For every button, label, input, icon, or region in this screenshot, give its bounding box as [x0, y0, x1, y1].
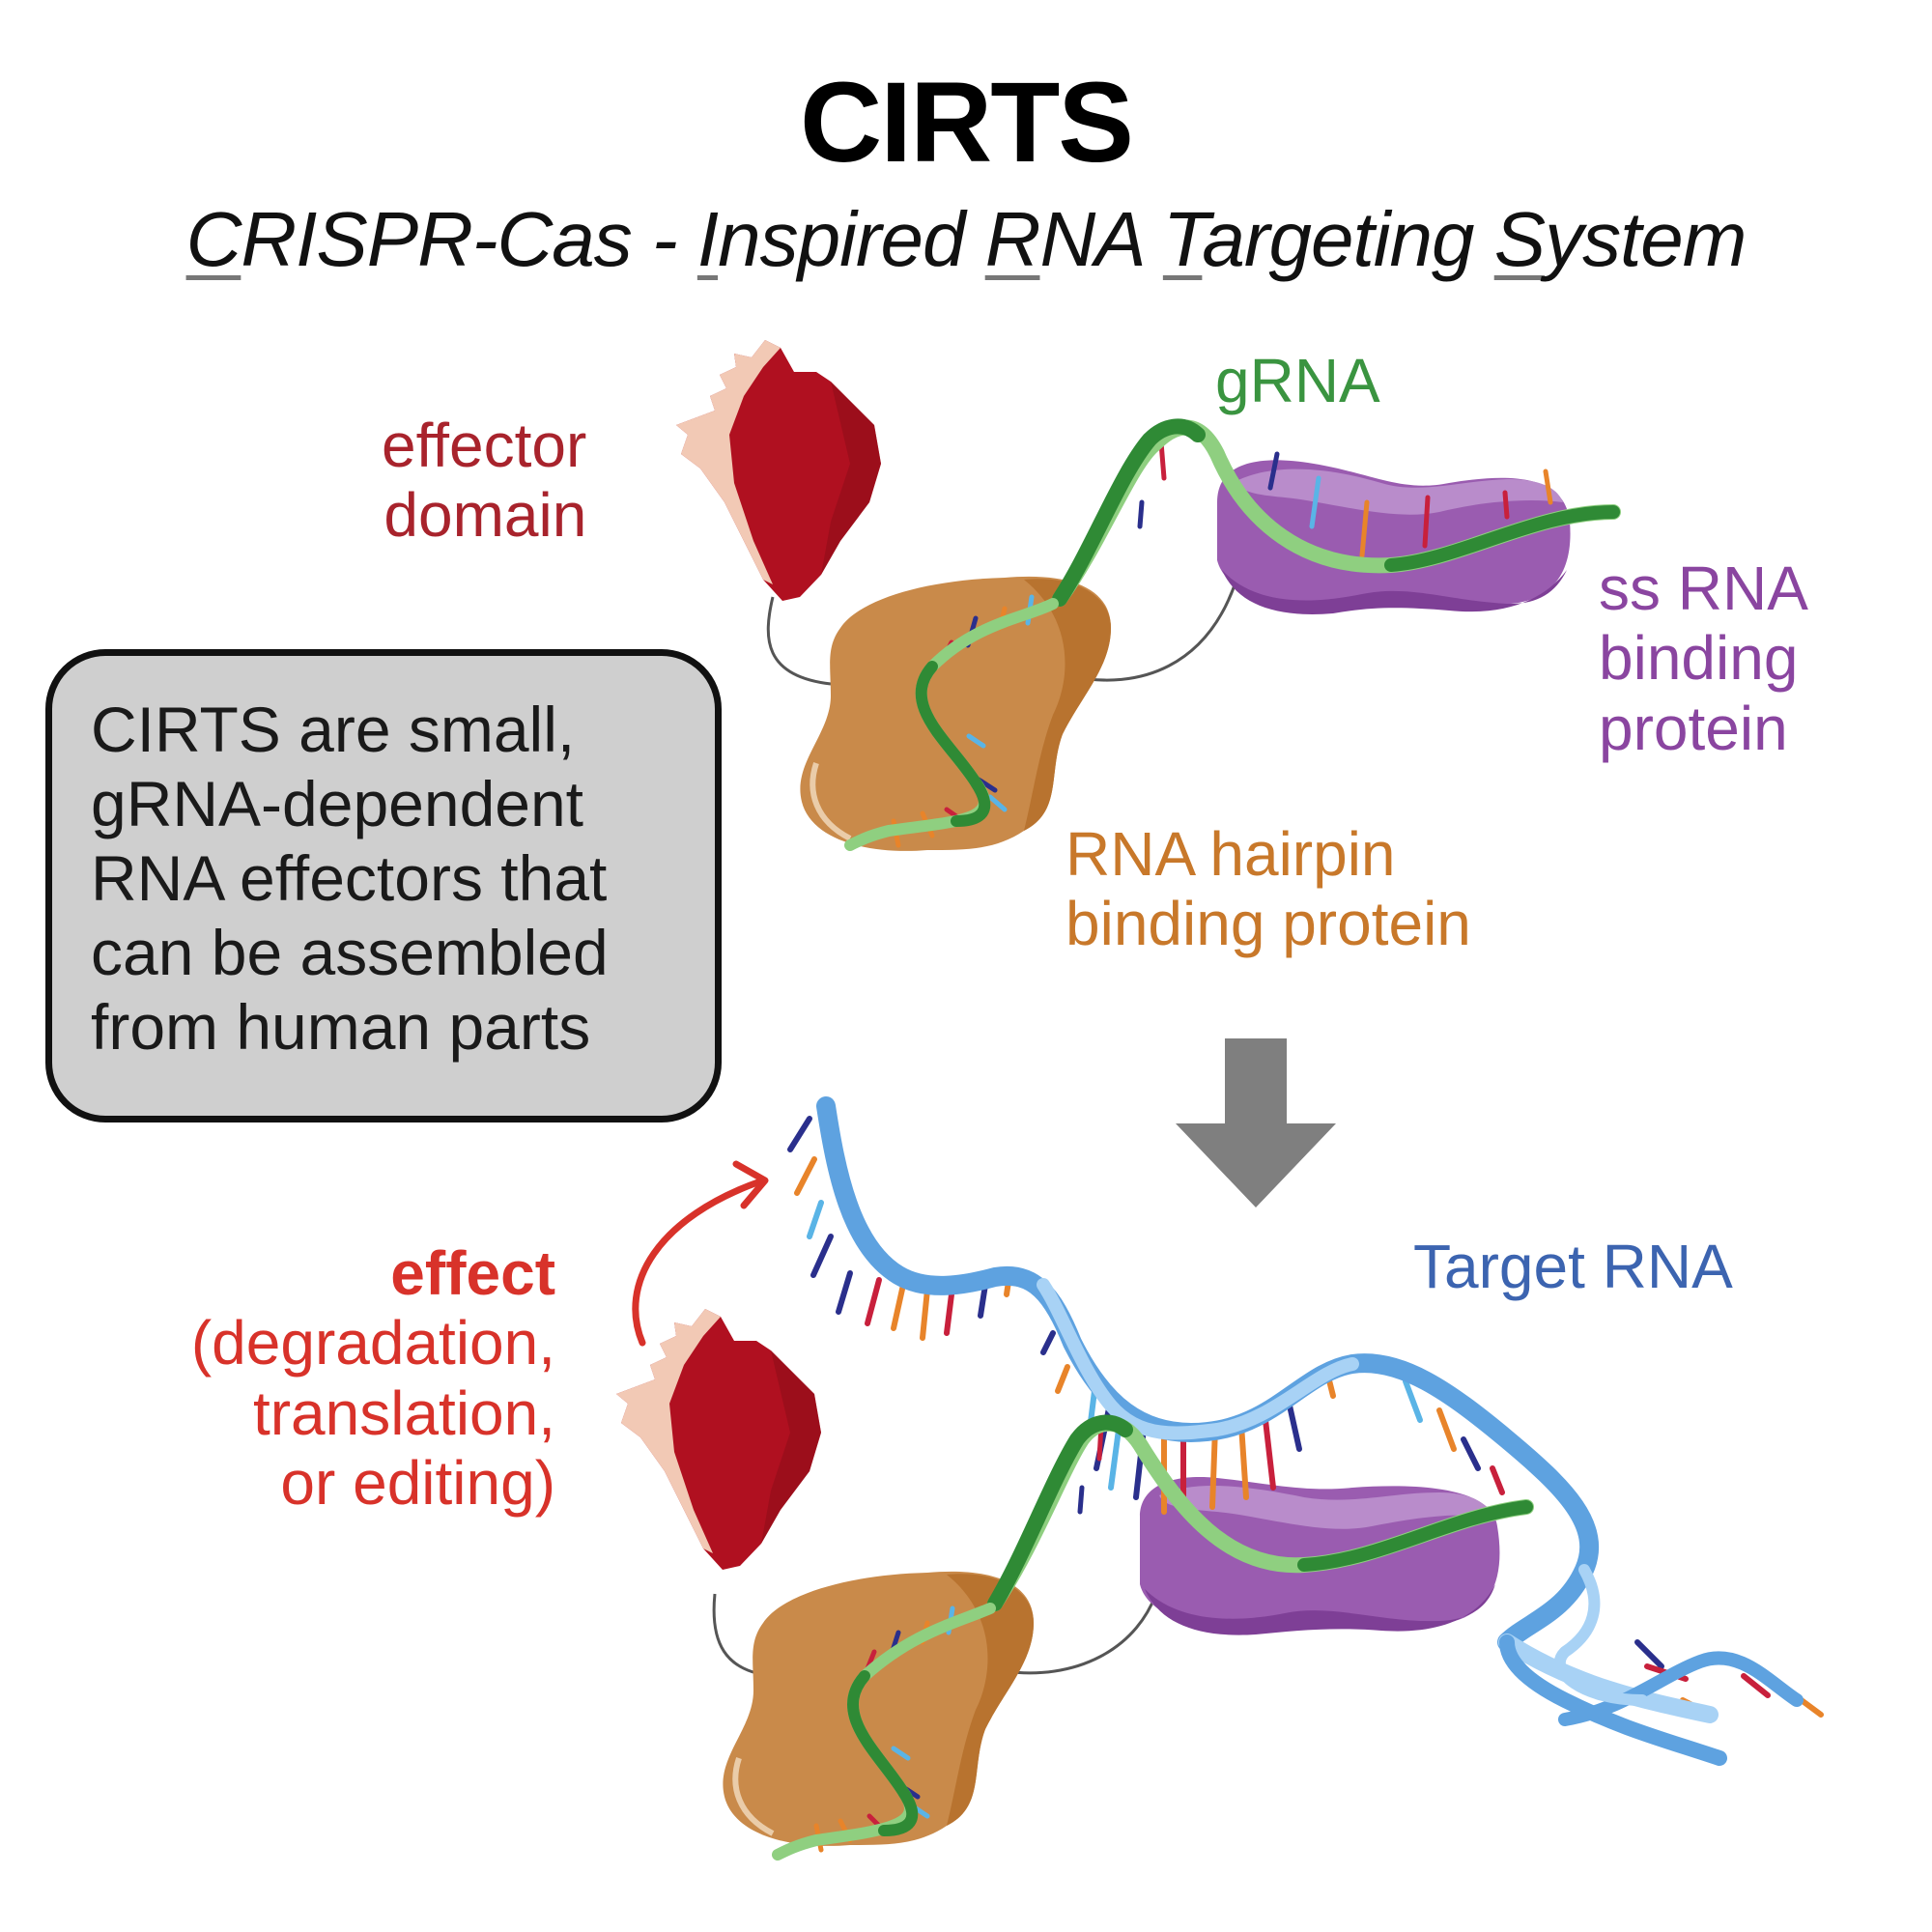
effector-domain-shape-top [676, 340, 881, 601]
linker-effector-to-hairpin [766, 596, 832, 686]
linker-hairpin-to-ssprotein [1069, 579, 1238, 682]
subtitle-part: argeting [1202, 196, 1494, 282]
info-line: RNA effectors that [91, 841, 608, 914]
label-line: domain [384, 480, 587, 551]
subtitle-part: S [1493, 196, 1546, 282]
hairpin-binding-protein-shape-bottom [723, 1571, 1034, 1846]
subtitle-part: nspired [718, 196, 985, 282]
label-effect: effect (degradation, translation, or edi… [97, 1238, 555, 1518]
subtitle-part: ystem [1545, 196, 1747, 282]
effect-heading: effect [390, 1238, 555, 1308]
label-target-rna: Target RNA [1413, 1232, 1733, 1301]
label-rna-hairpin-binding-protein: RNA hairpin binding protein [1065, 819, 1471, 959]
info-line: can be assembled [91, 916, 609, 988]
linker-hairpin-to-ssprotein-bottom [1004, 1583, 1161, 1675]
subtitle-part: I [696, 196, 719, 282]
subtitle-part: NA [1039, 196, 1163, 282]
target-rna-ribbon [816, 1096, 1804, 1766]
info-line: CIRTS are small, [91, 694, 576, 765]
ss-rna-binding-protein-shape-bottom [1140, 1477, 1500, 1635]
hairpin-binding-protein-shape-top [800, 576, 1111, 851]
grna-ribbon-bottom [772, 1414, 1534, 1861]
figure-title: CIRTS [800, 59, 1134, 186]
info-line: gRNA-dependent [91, 767, 584, 839]
label-grna: gRNA [1215, 346, 1380, 415]
info-line: from human parts [91, 990, 591, 1063]
subtitle-part: T [1162, 196, 1204, 282]
label-line: protein [1599, 693, 1788, 763]
effector-domain-shape-bottom [616, 1309, 821, 1570]
subtitle-part: C [185, 196, 242, 282]
label-ss-rna-binding-protein: ss RNA binding protein [1599, 554, 1808, 763]
label-line: ss RNA [1599, 554, 1808, 623]
subtitle-part: R [984, 196, 1041, 282]
label-line: effector [382, 411, 587, 480]
label-effector-domain: effector domain [382, 411, 586, 551]
curved-arrow-icon [632, 1160, 769, 1347]
info-box: CIRTS are small, gRNA-dependent RNA effe… [45, 649, 722, 1122]
label-line: binding protein [1065, 889, 1471, 959]
subtitle-part: RISPR-Cas - [241, 196, 697, 282]
label-line: or editing) [280, 1447, 555, 1518]
grna-ribbon-top [844, 418, 1621, 851]
label-line: translation, [252, 1378, 555, 1448]
label-line: binding [1599, 623, 1799, 694]
label-line: RNA hairpin [1065, 819, 1396, 889]
figure-subtitle: CRISPR-Cas - Inspired RNA Targeting Syst… [0, 201, 1932, 278]
label-line: (degradation, [190, 1308, 555, 1378]
down-arrow-icon [1176, 1038, 1336, 1208]
